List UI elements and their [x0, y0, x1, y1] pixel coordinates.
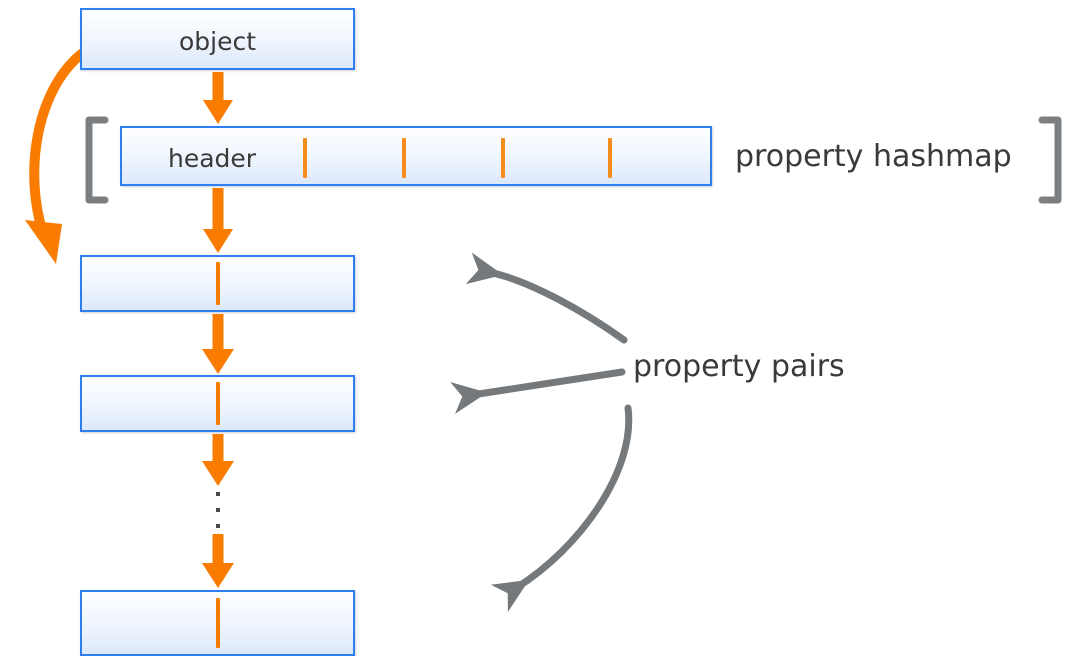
object-box[interactable]	[80, 8, 355, 70]
pair1-to-pair2-arrow	[202, 314, 234, 374]
ellipsis-dot-2	[216, 508, 220, 512]
hashmap-to-pair1-arrow	[203, 188, 233, 253]
object-to-chain-curved-arrow	[25, 47, 89, 264]
hashmap-slot-tick-2	[402, 138, 406, 178]
hashmap-bracket-right	[1038, 116, 1062, 204]
hashmap-header-label: header	[168, 144, 257, 173]
pairs-arrow-bottom	[490, 404, 633, 613]
property-pair-divider-last	[216, 598, 220, 648]
object-to-hashmap-arrow	[203, 72, 233, 124]
hashmap-slot-tick-1	[303, 138, 307, 178]
property-pair-divider-2	[216, 382, 220, 425]
ellipsis-to-last-arrow	[202, 534, 234, 588]
pairs-arrow-top	[465, 252, 628, 344]
ellipsis-dot-1	[216, 492, 220, 496]
property-pairs-label: property pairs	[633, 349, 845, 384]
ellipsis-dot-3	[216, 524, 220, 528]
hashmap-bracket-left	[85, 116, 109, 204]
pair2-to-ellipsis-arrow	[202, 434, 234, 486]
pairs-arrow-middle	[450, 368, 626, 414]
property-pair-divider-1	[216, 262, 220, 305]
object-box-label: object	[178, 27, 257, 56]
hashmap-slot-tick-4	[608, 138, 612, 178]
hashmap-box[interactable]	[120, 126, 712, 186]
hashmap-slot-tick-3	[501, 138, 505, 178]
property-hashmap-label: property hashmap	[735, 139, 1012, 174]
